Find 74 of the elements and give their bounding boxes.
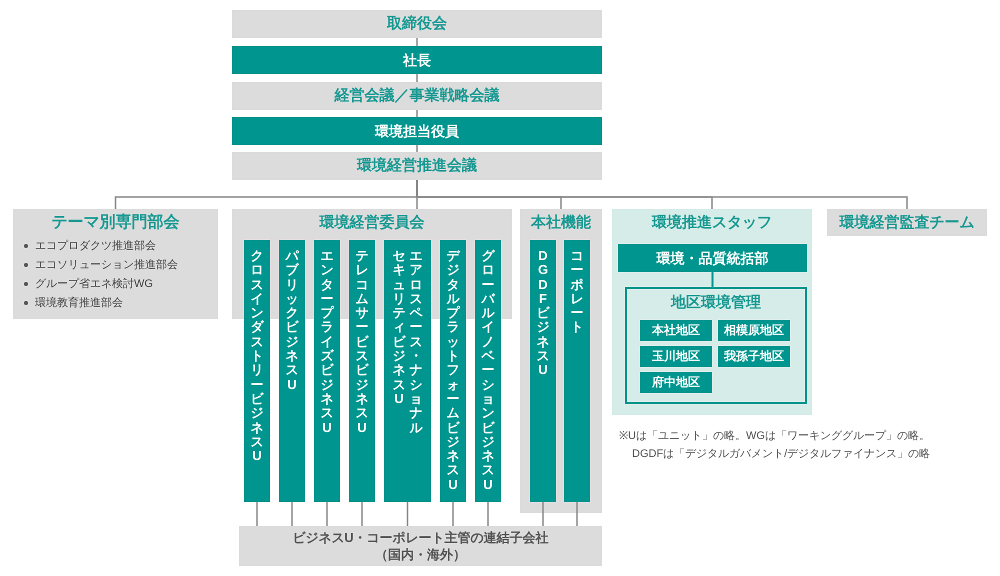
unit-bar	[244, 240, 270, 502]
district-box	[640, 346, 712, 367]
vertical-label: デジタルプラットフォームビジネスU	[446, 249, 460, 492]
org-box	[232, 10, 602, 38]
connector-line	[326, 502, 328, 526]
org-box	[232, 46, 602, 74]
panel-heading: 環境経営委員会	[318, 213, 426, 233]
connector-line	[452, 502, 454, 526]
connector-line	[487, 502, 489, 526]
connector-line	[712, 272, 714, 287]
outlined-box	[625, 287, 807, 404]
vertical-label: コーポレート	[570, 249, 584, 335]
org-box	[618, 244, 807, 272]
footnote: ※Uは「ユニット」の略。WGは「ワーキンググループ」の略。	[619, 429, 930, 443]
unit-bar	[475, 240, 501, 502]
box-label: （国内・海外）	[375, 546, 466, 563]
box-label: 相模原地区	[724, 323, 784, 338]
box-label: ビジネスU・コーポレート主管の連結子会社	[292, 529, 549, 546]
vertical-label: DGDFビジネスU	[536, 249, 550, 378]
list-item: エコプロダクツ推進部会	[35, 238, 156, 252]
connector-line	[576, 502, 578, 526]
box-label: 環境担当役員	[375, 122, 459, 140]
box-label: 玉川地区	[652, 349, 700, 364]
committee-panel	[520, 209, 602, 513]
panel-heading: 地区環境管理	[670, 293, 762, 313]
box-label: 環境経営監査チーム	[840, 214, 974, 232]
list-item: エコソリューション推進部会	[35, 258, 178, 272]
org-box	[827, 209, 987, 236]
list-item: 環境教育推進部会	[35, 296, 123, 310]
box-label: 環境・品質統括部	[656, 249, 768, 267]
footnote: DGDFは「デジタルガバメント/デジタルファイナンス」の略	[632, 447, 930, 461]
vertical-label: エンタープライズビジネスU	[320, 249, 334, 435]
connector-line	[416, 38, 418, 46]
list-item: グループ省エネ検討WG	[35, 276, 153, 290]
box-label: 我孫子地区	[724, 349, 784, 364]
connector-line	[406, 502, 408, 526]
vertical-label: エアロスペース・ナショナルセキュリティビジネスU	[392, 249, 422, 436]
box-label: 社長	[403, 51, 431, 69]
unit-bar	[530, 240, 556, 502]
connector-line	[291, 502, 293, 526]
panel-heading: テーマ別専門部会	[52, 212, 180, 233]
unit-bar	[349, 240, 375, 502]
box-label: 環境経営推進会議	[357, 157, 477, 175]
vertical-label: クロスインダストリービジネスU	[250, 249, 264, 464]
vertical-label: パブリックビジネスU	[286, 249, 298, 392]
connector-line	[361, 502, 363, 526]
committee-panel	[13, 209, 218, 319]
unit-bar	[314, 240, 340, 502]
org-box	[232, 117, 602, 145]
unit-bar	[384, 240, 431, 502]
district-box	[718, 320, 790, 341]
connector-line	[256, 502, 258, 526]
box-label: 本社地区	[652, 323, 700, 338]
box-label: 経営会議／事業戦略会議	[334, 87, 500, 105]
subsidiary-box	[239, 526, 602, 566]
panel-heading: 本社機能	[530, 213, 592, 233]
district-box	[640, 320, 712, 341]
box-label: 取締役会	[387, 15, 447, 33]
connector-line	[416, 145, 418, 152]
vertical-label: テレコムサービスビジネスU	[356, 249, 368, 435]
unit-bar	[279, 240, 305, 502]
panel-heading: 環境推進スタッフ	[650, 213, 773, 233]
connector-line	[542, 502, 544, 526]
vertical-label: グローバルイノベーションビジネスU	[482, 249, 494, 492]
org-box	[232, 82, 602, 110]
district-box	[718, 346, 790, 367]
district-box	[640, 372, 712, 393]
connector-line	[416, 110, 418, 117]
unit-bar	[564, 240, 590, 502]
unit-bar	[440, 240, 466, 502]
connector-line	[416, 74, 418, 82]
staff-panel	[612, 209, 812, 415]
box-label: 府中地区	[652, 375, 700, 390]
org-box	[232, 152, 602, 180]
